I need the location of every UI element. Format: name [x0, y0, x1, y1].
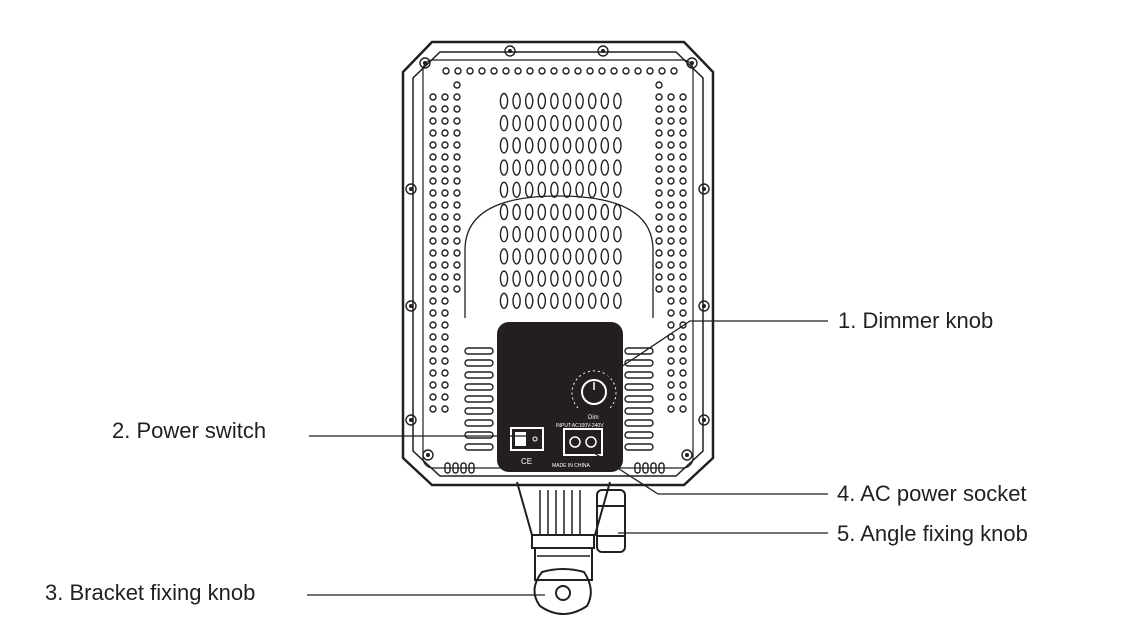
callout-bracket-fixing-knob: 3. Bracket fixing knob — [45, 580, 256, 605]
callout-angle-fixing-knob: 5. Angle fixing knob — [837, 521, 1028, 546]
ac-power-socket[interactable] — [563, 428, 603, 456]
callout-dimmer-knob: 1. Dimmer knob — [838, 308, 994, 333]
made-in-china-text: MADE IN CHINA — [552, 463, 590, 469]
bracket — [516, 481, 611, 581]
power-switch[interactable] — [510, 427, 544, 451]
ce-mark: CE — [521, 457, 532, 466]
bracket-fixing-knob[interactable] — [533, 568, 592, 615]
control-panel: Dim INPUT:AC100V-240V CE MADE IN CHINA — [497, 322, 623, 472]
dimmer-knob[interactable] — [581, 379, 607, 405]
input-rating-text: INPUT:AC100V-240V — [556, 423, 604, 429]
angle-fixing-knob[interactable] — [596, 489, 626, 553]
callout-ac-power-socket: 4. AC power socket — [837, 481, 1027, 506]
ventilation-holes — [429, 67, 687, 474]
callout-power-switch: 2. Power switch — [112, 418, 267, 443]
callout-leaders — [307, 320, 828, 596]
mounting-screws — [405, 45, 710, 461]
dimmer-marking: Dim — [588, 415, 599, 421]
